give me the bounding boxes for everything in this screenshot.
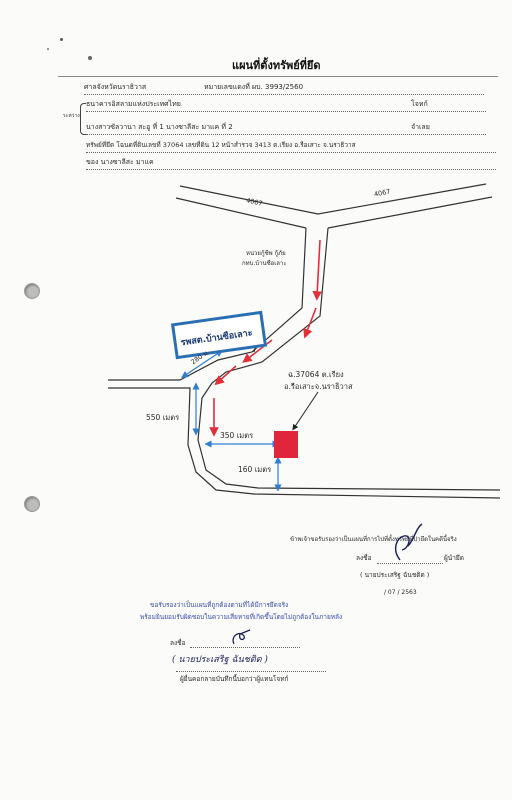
parcel-label: ฉ.37064 ต.เรียง <box>288 370 344 379</box>
owner-underline <box>86 169 496 170</box>
case-number: หมายเลขแดงที่ ผบ. 3993/2560 <box>204 83 304 91</box>
punch-hole-bottom <box>24 496 40 512</box>
plaintiff-role: โจทก์ <box>411 100 428 108</box>
punch-hole-top <box>24 283 40 299</box>
certification-role: ผู้นำยึด <box>444 554 464 562</box>
distance-550: 550 เมตร <box>146 413 180 422</box>
dimension-lines <box>181 350 282 492</box>
scan-speck <box>88 56 92 60</box>
certification-text: ข้าพเจ้าขอรับรองว่าเป็นแผนที่การไปที่ตั้… <box>290 536 457 543</box>
hospital-label: รพสต.บ้านซือเลาะ <box>180 328 254 349</box>
stamp-role: ผู้ยื่นคอกลายบันทึกนี้บอกว่าผู้แทนโจทก์ <box>180 675 289 683</box>
certification-date: / 07 / 2563 <box>384 589 417 596</box>
distance-350: 350 เมตร <box>220 431 254 440</box>
handwritten-name: ( นายประเสริฐ ฉันชติด ) <box>172 655 268 665</box>
property-owner: ของ นางซาลีสะ มาแค <box>86 158 154 166</box>
parcel-pointer <box>292 391 319 431</box>
representative-signature <box>232 629 251 645</box>
defendant-name: นางสาวซัลวานา สะอู ที่ 1 นางซาลีสะ มาแค … <box>86 123 233 131</box>
court-underline <box>84 94 484 95</box>
party-bracket <box>80 103 86 135</box>
defendant-role: จำเลย <box>411 123 430 131</box>
access-road <box>108 227 501 499</box>
title-rule <box>58 76 498 77</box>
stamp-signature-line <box>190 647 300 648</box>
checkpoint-label: กทบ.บ้านซือเลาะ <box>242 260 287 267</box>
leader-signature <box>394 523 423 561</box>
direction-arrows <box>209 239 323 437</box>
direction-arrow <box>242 339 273 363</box>
plaintiff-name: ธนาคารอิสลามแห่งประเทศไทย <box>86 100 181 108</box>
direction-arrow <box>214 365 237 386</box>
stamp-line-2: พร้อมยินยอมรับผิดชอบในความเสียหายที่เกิด… <box>140 613 343 621</box>
between-label: ระหว่าง <box>63 113 80 119</box>
certification-sign-label: ลงชื่อ <box>356 554 372 562</box>
stamp-sign-label: ลงชื่อ <box>170 639 186 647</box>
direction-arrow <box>312 239 323 301</box>
parcel-label: อ.รือเสาะจ.นราธิวาส <box>284 382 353 391</box>
plaintiff-underline <box>86 111 486 112</box>
stamp-line-1: ขอรับรองว่าเป็นแผนที่ถูกต้องตามที่ได้มีก… <box>150 601 289 609</box>
highway-4067 <box>175 183 493 229</box>
signature-line <box>377 563 443 564</box>
checkpoint-label: หน่วยกู้ชีพ กู้ภัย <box>246 250 286 257</box>
document-title: แผนที่ตั้งทรัพย์ที่ยึด <box>232 59 321 72</box>
property-description: ทรัพย์ที่ยึด โฉนดที่ดินเลขที่ 37064 เลขท… <box>86 141 356 149</box>
court-name: ศาลจังหวัดนราธิวาส <box>84 83 147 91</box>
scan-speck <box>60 38 63 41</box>
property-underline <box>86 152 496 153</box>
scan-speck <box>47 48 49 50</box>
direction-arrow <box>303 307 317 339</box>
role-line <box>176 671 326 672</box>
dimension-280 <box>181 350 223 378</box>
defendant-underline <box>86 134 486 135</box>
land-parcel <box>274 431 298 458</box>
certification-name: ( นายประเสริฐ ฉันชติด ) <box>360 571 430 579</box>
distance-160: 160 เมตร <box>238 465 272 474</box>
